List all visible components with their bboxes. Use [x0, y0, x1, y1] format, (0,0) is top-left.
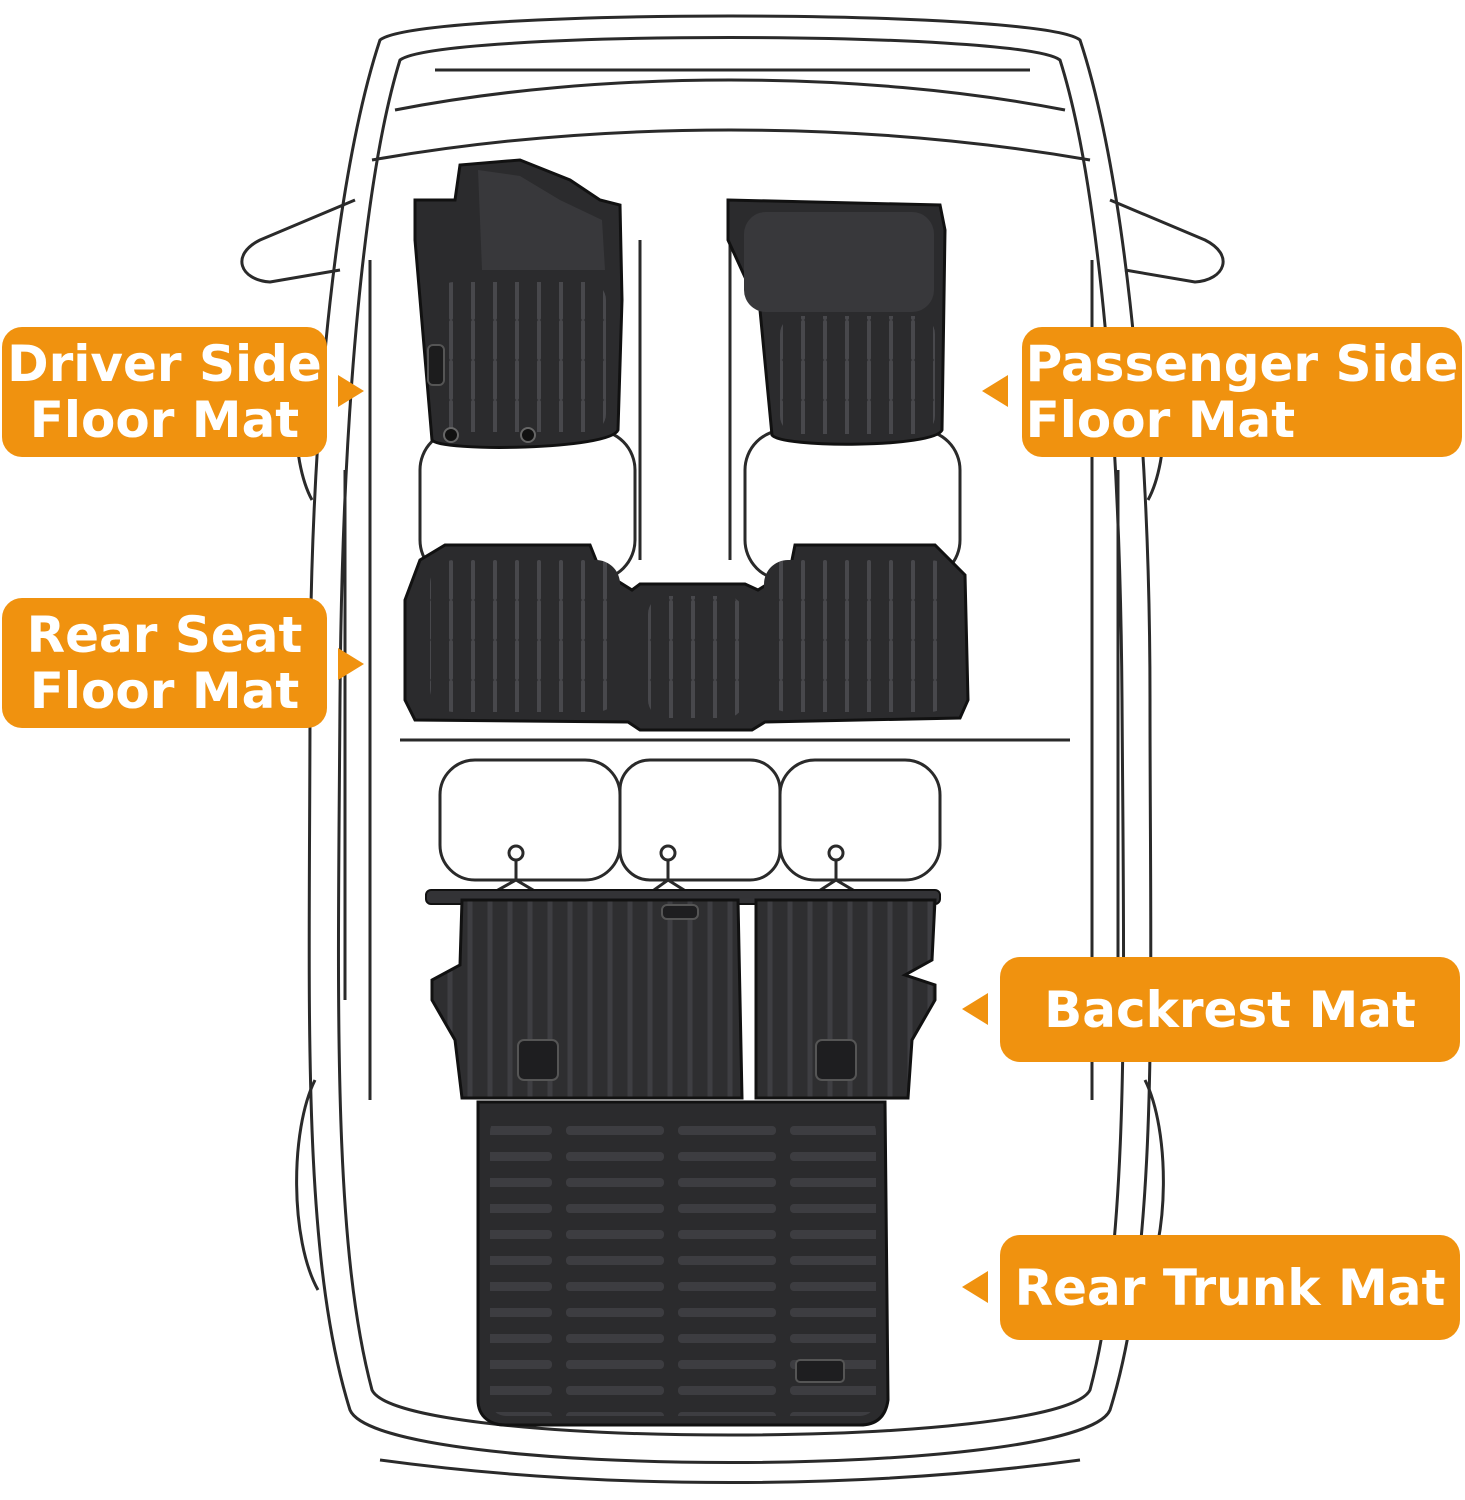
passenger-side-label-line1: Passenger Side — [1025, 335, 1459, 393]
driver-side-callout: Driver Side Floor Mat — [2, 327, 327, 457]
rear-trunk-pointer — [962, 1271, 988, 1303]
driver-floor-mat — [413, 158, 624, 449]
driver-side-pointer — [338, 375, 364, 407]
rear-seat-label: Rear Seat Floor Mat — [27, 607, 303, 719]
passenger-side-callout: Passenger Side Floor Mat — [1022, 327, 1462, 457]
backrest-pointer — [962, 993, 988, 1025]
passenger-side-pointer — [982, 375, 1008, 407]
rear-trunk-label-line1: Rear Trunk Mat — [1014, 1258, 1446, 1317]
backrest-mat — [425, 889, 941, 1100]
rear-trunk-label: Rear Trunk Mat — [1015, 1260, 1446, 1316]
driver-side-label: Driver Side Floor Mat — [7, 336, 322, 448]
passenger-side-label: Passenger Side Floor Mat — [1026, 336, 1459, 448]
rear-trunk-callout: Rear Trunk Mat — [1000, 1235, 1460, 1340]
backrest-label: Backrest Mat — [1044, 982, 1416, 1038]
rear-seat-callout: Rear Seat Floor Mat — [2, 598, 327, 728]
rear-seat-floor-mat — [403, 543, 970, 732]
rear-seat-label-line1: Rear Seat — [26, 606, 303, 664]
backrest-label-line1: Backrest Mat — [1044, 980, 1416, 1039]
rear-seat-pointer — [338, 648, 364, 680]
rear-seat-label-line2: Floor Mat — [29, 662, 300, 720]
driver-side-label-line2: Floor Mat — [29, 391, 300, 449]
passenger-floor-mat — [726, 198, 947, 446]
driver-side-label-line1: Driver Side — [7, 335, 322, 393]
backrest-callout: Backrest Mat — [1000, 957, 1460, 1062]
rear-trunk-mat — [476, 1100, 890, 1427]
passenger-side-label-line2: Floor Mat — [1025, 391, 1296, 449]
